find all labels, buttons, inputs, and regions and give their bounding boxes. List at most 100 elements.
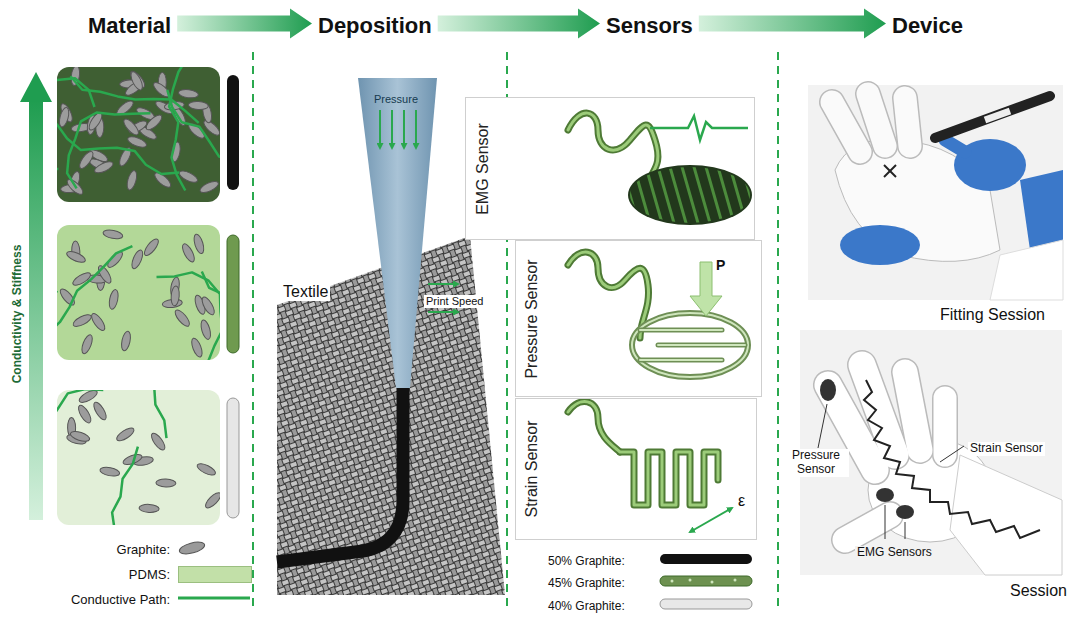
legend-text: Conductive Path: bbox=[71, 593, 170, 608]
composite-panel bbox=[57, 67, 220, 202]
graphite-flake bbox=[199, 319, 212, 340]
emg-signal bbox=[650, 116, 748, 140]
glove-finger bbox=[934, 398, 957, 455]
conductive-path bbox=[202, 272, 220, 361]
electrode-line bbox=[692, 160, 712, 230]
graphite-flake bbox=[188, 101, 209, 110]
label-anchor: P bbox=[716, 256, 725, 274]
panel-ground bbox=[515, 398, 757, 540]
label-anchor: Fitting Session bbox=[940, 306, 1045, 324]
skin-mark bbox=[884, 165, 896, 177]
conductive-path bbox=[57, 113, 58, 171]
leader-line bbox=[885, 505, 886, 539]
graphite-flake bbox=[105, 249, 124, 269]
graphite-flake bbox=[173, 308, 192, 328]
trend-arrowhead bbox=[20, 72, 52, 102]
graphite-flake bbox=[89, 312, 107, 333]
graphite-flake bbox=[180, 242, 196, 263]
heading-text: Device bbox=[892, 13, 963, 38]
filament-rod bbox=[227, 75, 239, 190]
electrode-line bbox=[680, 160, 700, 230]
panel-label: Pressure Sensor bbox=[523, 259, 541, 378]
composite-panel bbox=[57, 390, 220, 525]
graphite-flake bbox=[120, 330, 132, 351]
legend-row: Conductive Path: bbox=[71, 590, 170, 608]
label-anchor: Pressure bbox=[374, 89, 418, 107]
stage-heading: Device bbox=[890, 13, 965, 38]
heading-text: Sensors bbox=[606, 13, 693, 38]
filament-dot bbox=[711, 581, 714, 584]
electrode-line bbox=[728, 160, 748, 230]
composite-texture bbox=[57, 229, 220, 360]
conductive-path bbox=[57, 124, 179, 174]
blue-glove bbox=[840, 225, 920, 265]
graphite-flake bbox=[93, 159, 115, 175]
annotation-label: Pressure Sensor bbox=[783, 449, 849, 477]
pressure-arrow bbox=[391, 110, 393, 148]
marker-pen bbox=[935, 96, 1050, 138]
graphite-flake bbox=[130, 249, 145, 271]
graphite-flake bbox=[156, 479, 176, 488]
conductive-path bbox=[167, 90, 220, 163]
sensor-wire bbox=[568, 113, 658, 178]
graphite-flake bbox=[80, 333, 95, 355]
finger bbox=[640, 359, 722, 361]
legend-text: Graphite: bbox=[117, 543, 170, 558]
finger bbox=[640, 358, 722, 363]
filament-dot bbox=[734, 579, 737, 582]
graphite-flake bbox=[77, 150, 95, 171]
glove-finger bbox=[932, 398, 958, 455]
finger bbox=[658, 343, 745, 348]
graphite-flake bbox=[108, 289, 120, 310]
pressure-arrow bbox=[415, 110, 417, 148]
leader-line bbox=[818, 404, 827, 448]
glove-finger bbox=[905, 372, 920, 450]
graphite-flake bbox=[58, 107, 71, 128]
graphite-flake bbox=[99, 466, 120, 478]
skin-mark bbox=[884, 165, 896, 177]
panel-ground bbox=[465, 97, 755, 240]
pressure-electrode bbox=[632, 313, 748, 377]
divider-line bbox=[777, 52, 779, 612]
graphite-flake bbox=[91, 400, 108, 421]
glove-finger bbox=[832, 102, 860, 152]
filament-dot bbox=[671, 580, 674, 583]
speed-arrow bbox=[428, 311, 458, 313]
graphite-flake bbox=[170, 286, 180, 307]
flow-arrow bbox=[177, 9, 312, 39]
stage-heading: Sensors bbox=[604, 13, 695, 38]
finger bbox=[640, 329, 722, 331]
divider-line bbox=[252, 52, 254, 612]
leader-line bbox=[905, 522, 906, 539]
annotation-label: Session bbox=[1008, 582, 1069, 600]
conductive-path bbox=[57, 246, 132, 347]
glove-strain-sensor bbox=[864, 380, 1040, 538]
electrode-line bbox=[644, 160, 664, 230]
electrode-line bbox=[740, 160, 760, 230]
flow-arrow bbox=[438, 9, 600, 39]
annotation-label: 50% Graphite: bbox=[548, 555, 625, 569]
label-anchor: Print Speed bbox=[424, 291, 485, 309]
photo-ground bbox=[808, 85, 1063, 300]
glove-pressure-sensor bbox=[820, 379, 836, 401]
glove-finger bbox=[868, 94, 885, 146]
electrode-line bbox=[656, 160, 676, 230]
graphite-flake bbox=[139, 504, 159, 513]
speed-arrow bbox=[428, 283, 458, 285]
strain-arrow bbox=[690, 508, 732, 532]
graphite-flake bbox=[200, 295, 217, 316]
annotation-label: Print Speed bbox=[424, 295, 485, 308]
heading-text: Deposition bbox=[318, 13, 432, 38]
label-anchor: 40% Graphite: bbox=[548, 596, 625, 614]
filament-rod bbox=[227, 235, 239, 353]
sensor-wire bbox=[568, 113, 658, 178]
annotation-label: 45% Graphite: bbox=[548, 577, 625, 591]
conductive-path bbox=[112, 447, 138, 525]
electrode-line bbox=[668, 160, 688, 230]
filament-sample bbox=[660, 576, 752, 586]
finger bbox=[640, 328, 722, 333]
glove-finger bbox=[905, 98, 910, 146]
marker-pen bbox=[985, 111, 1010, 120]
glove-cuff bbox=[950, 455, 1062, 575]
glove-finger bbox=[905, 372, 920, 450]
